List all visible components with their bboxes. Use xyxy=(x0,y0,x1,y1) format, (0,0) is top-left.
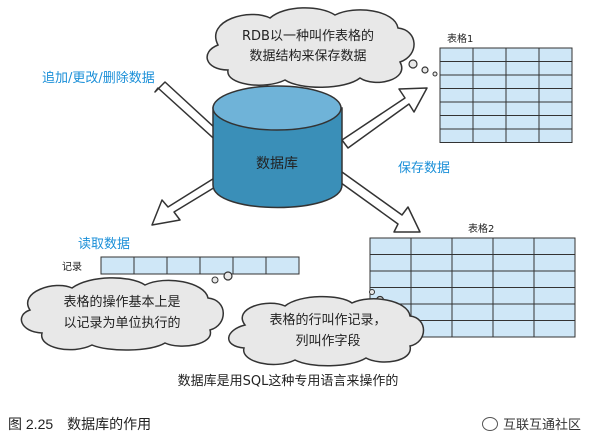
table2-cell xyxy=(410,287,453,305)
left-speech-bubble: 表格的操作基本上是 以记录为单位执行的 xyxy=(20,271,233,351)
record-label: 记录 xyxy=(62,261,82,273)
table2-cell xyxy=(492,237,535,255)
table2-cell xyxy=(533,254,576,272)
table2-cell xyxy=(533,320,576,338)
table1-cell xyxy=(472,115,507,130)
watermark-text: 互联互通社区 xyxy=(502,417,581,432)
sql-statement: 数据库是用SQL这种专用语言来操作的 xyxy=(178,373,399,389)
table2-cell xyxy=(492,303,535,321)
table1-cell xyxy=(505,47,540,62)
table1-cell xyxy=(505,115,540,130)
left-bubble-line-2: 以记录为单位执行的 xyxy=(63,315,180,331)
table1-cell xyxy=(472,128,507,143)
right-bubble-line-1: 表格的行叫作记录， xyxy=(269,312,386,328)
table1-cell xyxy=(505,74,540,89)
table2-cell xyxy=(410,270,453,288)
table2-cell xyxy=(533,237,576,255)
table1-cell xyxy=(505,88,540,103)
table1-cell xyxy=(538,101,573,116)
database-label: 数据库 xyxy=(256,156,298,172)
table1-cell xyxy=(439,74,474,89)
table1-cell xyxy=(538,61,573,76)
table2-cell xyxy=(492,287,535,305)
right-speech-bubble: 表格的行叫作记录， 列叫作字段 xyxy=(228,289,425,367)
arrow-save-table1 xyxy=(341,87,428,149)
table2-cell xyxy=(369,237,412,255)
table1-cell xyxy=(472,61,507,76)
table2-label: 表格2 xyxy=(468,222,494,235)
table2-cell xyxy=(451,254,494,272)
read-data-label: 读取数据 xyxy=(78,237,130,252)
table1-cell xyxy=(439,88,474,103)
table1-cell xyxy=(505,101,540,116)
table1-cell xyxy=(439,101,474,116)
table1-cell xyxy=(538,74,573,89)
right-bubble-line-2: 列叫作字段 xyxy=(295,334,360,349)
table1-cell xyxy=(505,61,540,76)
figure-title: 数据库的作用 xyxy=(67,416,152,432)
record-row xyxy=(100,256,300,275)
table1-cell xyxy=(472,47,507,62)
table2-cell xyxy=(533,287,576,305)
table2-cell xyxy=(451,303,494,321)
record-cell xyxy=(265,256,300,275)
table2-cell xyxy=(451,270,494,288)
table1-cell xyxy=(538,128,573,143)
table2-cell xyxy=(410,254,453,272)
table2-cell xyxy=(369,254,412,272)
record-cell xyxy=(100,256,135,275)
top-bubble-line-2: 数据结构来保存数据 xyxy=(249,49,366,64)
save-data-label: 保存数据 xyxy=(398,161,450,176)
wechat-icon xyxy=(481,416,498,431)
table1-cell xyxy=(439,47,474,62)
table1-label: 表格1 xyxy=(447,32,473,45)
top-bubble-line-1: RDB以一种叫作表格的 xyxy=(242,28,374,44)
table2-cell xyxy=(492,254,535,272)
table2-cell xyxy=(451,287,494,305)
record-cell xyxy=(166,256,201,275)
watermark: 互联互通社区 xyxy=(481,414,581,433)
table1-cell xyxy=(472,101,507,116)
table1-cell xyxy=(538,88,573,103)
arrow-save-table2 xyxy=(336,171,421,233)
table1-cell xyxy=(505,128,540,143)
table2-cell xyxy=(451,320,494,338)
record-cell xyxy=(133,256,168,275)
table2-cell xyxy=(533,303,576,321)
left-bubble-line-1: 表格的操作基本上是 xyxy=(63,294,180,310)
top-speech-bubble: RDB以一种叫作表格的 数据结构来保存数据 xyxy=(206,7,438,88)
table2-cell xyxy=(410,237,453,255)
record-cell xyxy=(232,256,267,275)
table1-cell xyxy=(538,115,573,130)
table1-cell xyxy=(439,128,474,143)
table1-cell xyxy=(538,47,573,62)
table1-cell xyxy=(439,115,474,130)
table1-cell xyxy=(472,88,507,103)
database-cylinder: 数据库 xyxy=(212,85,343,209)
table2-grid xyxy=(369,237,576,338)
update-data-label: 追加/更改/删除数据 xyxy=(42,70,155,86)
figure-caption: 图 2.25 数据库的作用 xyxy=(8,414,165,434)
table2-cell xyxy=(369,270,412,288)
table1-cell xyxy=(439,61,474,76)
table1-grid xyxy=(439,47,573,143)
figure-number: 图 2.25 xyxy=(8,416,54,432)
table1-cell xyxy=(472,74,507,89)
table2-cell xyxy=(492,320,535,338)
table2-cell xyxy=(533,270,576,288)
table2-cell xyxy=(492,270,535,288)
table2-cell xyxy=(451,237,494,255)
